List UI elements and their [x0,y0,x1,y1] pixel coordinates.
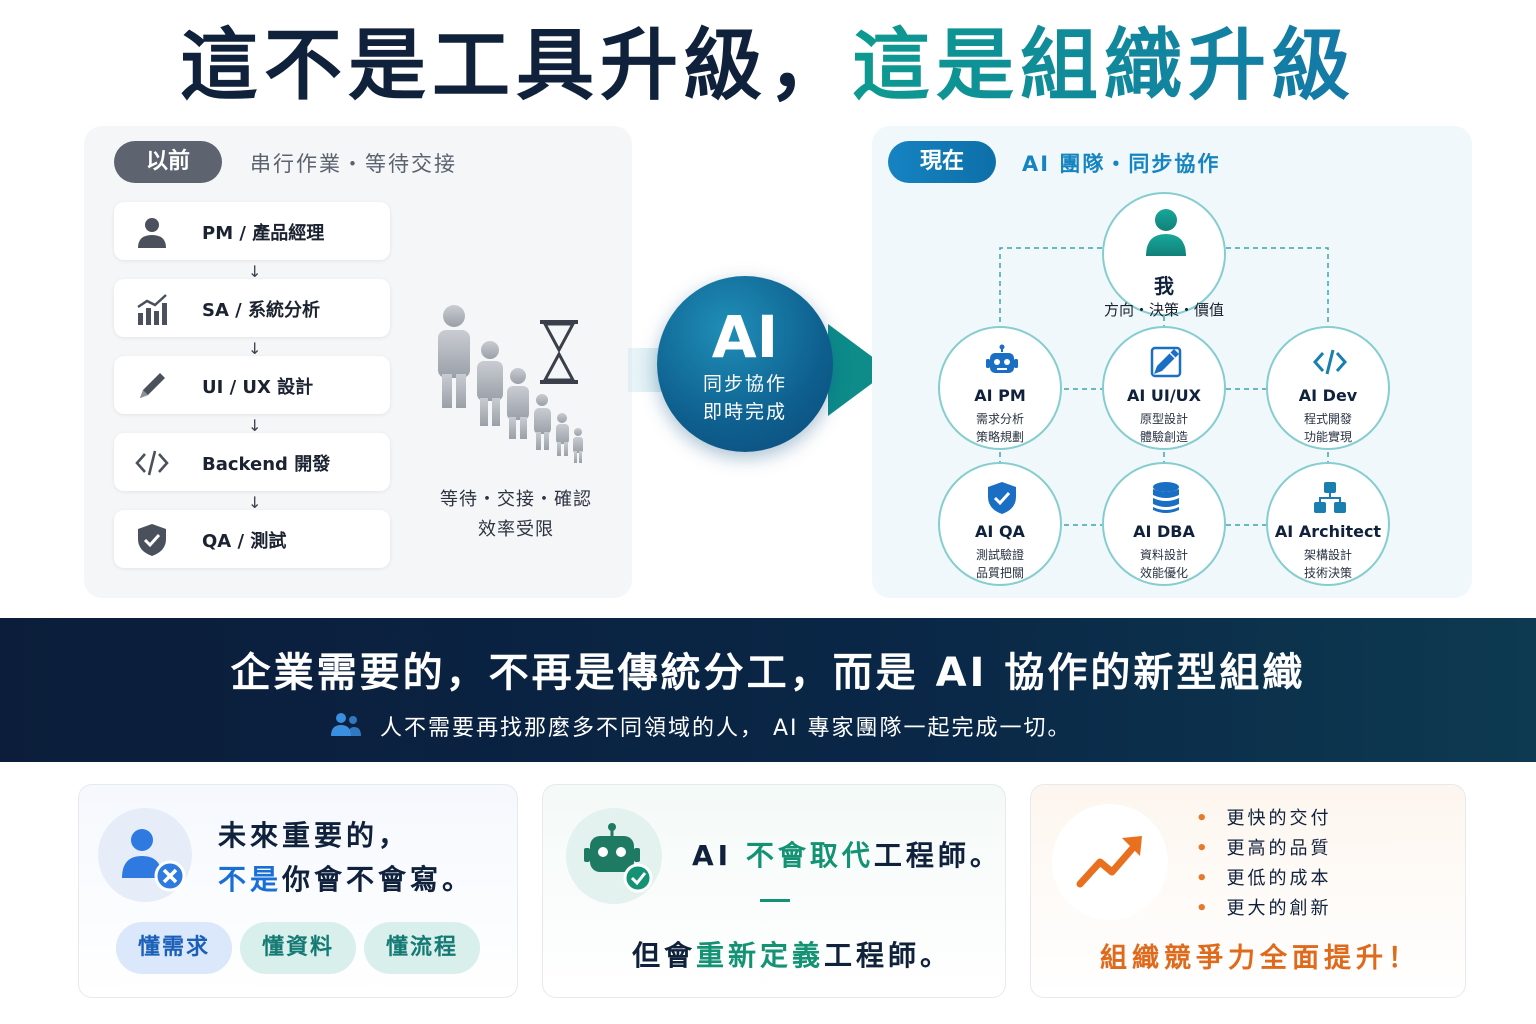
message-banner [0,618,1536,762]
ai-hub-circle: AI 同步協作 即時完成 [657,276,833,452]
code-icon [1312,349,1348,375]
pencil-icon [140,373,165,398]
step-label: QA / 測試 [202,531,287,552]
card3-conclusion: 組織競爭力全面提升！ [1100,943,1420,974]
user-remove-icon [122,829,186,892]
benefit-item: •更高的品質 [1196,838,1332,859]
before-pill: 以前 [114,141,222,183]
step-sa: SA / 系統分析 [114,279,390,337]
node-title: AI PM [974,386,1026,405]
person-icon [1146,209,1186,256]
people-icon [331,713,361,736]
card1-line-1: 未來重要的， [218,819,411,852]
step-qa: QA / 測試 [114,510,390,568]
node-title: AI DBA [1133,522,1195,541]
robot-check-icon-bg [566,808,662,904]
waiting-line-1: 等待・交接・確認 [440,489,592,510]
arrow-down-icon: ↓ [248,339,262,358]
design-pencil-icon [1150,346,1182,378]
benefit-item: •更快的交付 [1196,808,1332,829]
card1-line-2: 不是你會不會寫。 [218,858,474,898]
database-icon [1153,482,1179,513]
divider-dash [760,899,790,902]
person-icon [138,218,166,248]
chip-process: 懂流程 [364,922,480,974]
node-subtitle: 需求分析策略規劃 [975,412,1024,444]
node-ai-pm: AI PM 需求分析策略規劃 [938,326,1062,450]
benefit-item: •更低的成本 [1196,868,1332,889]
user-remove-icon-bg [98,808,192,902]
arrow-down-icon: ↓ [248,416,262,435]
card2-highlight-2: 重新定義 [696,939,825,972]
node-subtitle: 測試驗證品質把關 [975,548,1024,580]
after-subtitle: AI 團隊・同步協作 [1022,152,1221,176]
card2-line-2: 但會重新定義工程師。 [632,939,953,972]
ai-hub-label: AI [711,303,779,371]
card2-line-1: AI 不會取代工程師。 [692,839,1002,872]
step-label: Backend 開發 [202,454,331,475]
step-label: PM / 產品經理 [202,223,325,244]
node-ai-architect: AI Architect 架構設計技術決策 [1266,462,1390,586]
before-subtitle: 串行作業・等待交接 [250,152,457,176]
arrow-down-icon: ↓ [248,493,262,512]
node-title: AI UI/UX [1126,386,1202,405]
robot-check-icon [584,823,653,893]
benefit-item: •更大的創新 [1196,898,1332,919]
team-connectors [999,247,1329,526]
node-subtitle: 架構設計技術決策 [1303,548,1352,580]
node-ai-ui-ux: AI UI/UX 原型設計體驗創造 [1102,326,1226,450]
card2-highlight-1: 不會取代 [745,839,874,872]
ai-hub-line-2: 即時完成 [702,401,787,423]
node-title: AI Architect [1274,522,1382,541]
card1-rest: 你會不會寫。 [282,863,475,896]
arrow-down-icon: ↓ [248,262,262,281]
card1-highlight: 不是 [218,863,283,896]
node-subtitle: 原型設計體驗創造 [1139,412,1188,444]
robot-icon [986,344,1018,373]
shield-check-icon [988,482,1016,514]
chip-data: 懂資料 [240,922,356,974]
node-ai-dba: AI DBA 資料設計效能優化 [1102,462,1226,586]
waiting-caption: 等待・交接・確認 效率受限 [416,485,616,545]
trend-up-icon-bg [1052,804,1168,920]
node-ai-dev: AI Dev 程式開發功能實現 [1266,326,1390,450]
shield-check-icon [138,524,166,556]
ai-hub-line-1: 同步協作 [702,373,787,395]
node-title: AI QA [975,522,1025,541]
me-title: 我 [1154,274,1174,298]
hourglass-icon [540,320,578,384]
after-pill: 現在 [888,141,996,183]
title-part-2: 這是組織升級 [852,21,1357,111]
node-subtitle: 程式開發功能實現 [1303,412,1352,444]
node-subtitle: 資料設計效能優化 [1139,548,1188,580]
step-backend: Backend 開發 [114,433,390,491]
step-ui-ux: UI / UX 設計 [114,356,390,414]
node-title: AI Dev [1298,386,1358,405]
trend-up-icon [1076,836,1142,888]
code-icon [135,450,169,476]
banner-title: 企業需要的，不再是傳統分工，而是 AI 協作的新型組織 [230,650,1306,696]
waiting-line-2: 效率受限 [478,519,554,540]
main-title: 這不是工具升級，這是組織升級 [0,18,1536,114]
chip-requirements: 懂需求 [116,922,232,974]
waiting-queue-illustration [438,305,583,463]
step-label: SA / 系統分析 [202,300,321,321]
banner-subtitle: 人不需要再找那麼多不同領域的人， AI 專家團隊一起完成一切。 [380,716,1072,741]
step-label: UI / UX 設計 [202,377,314,398]
benefit-list: •更快的交付 •更高的品質 •更低的成本 •更大的創新 [1196,804,1332,924]
step-pm: PM / 產品經理 [114,202,390,260]
me-subtitle: 方向・決策・價值 [1103,301,1224,319]
architecture-icon [1314,482,1346,513]
node-ai-qa: AI QA 測試驗證品質把關 [938,462,1062,586]
title-part-1: 這不是工具升級， [179,21,852,111]
me-node [1102,192,1226,316]
bar-chart-icon [137,294,167,325]
